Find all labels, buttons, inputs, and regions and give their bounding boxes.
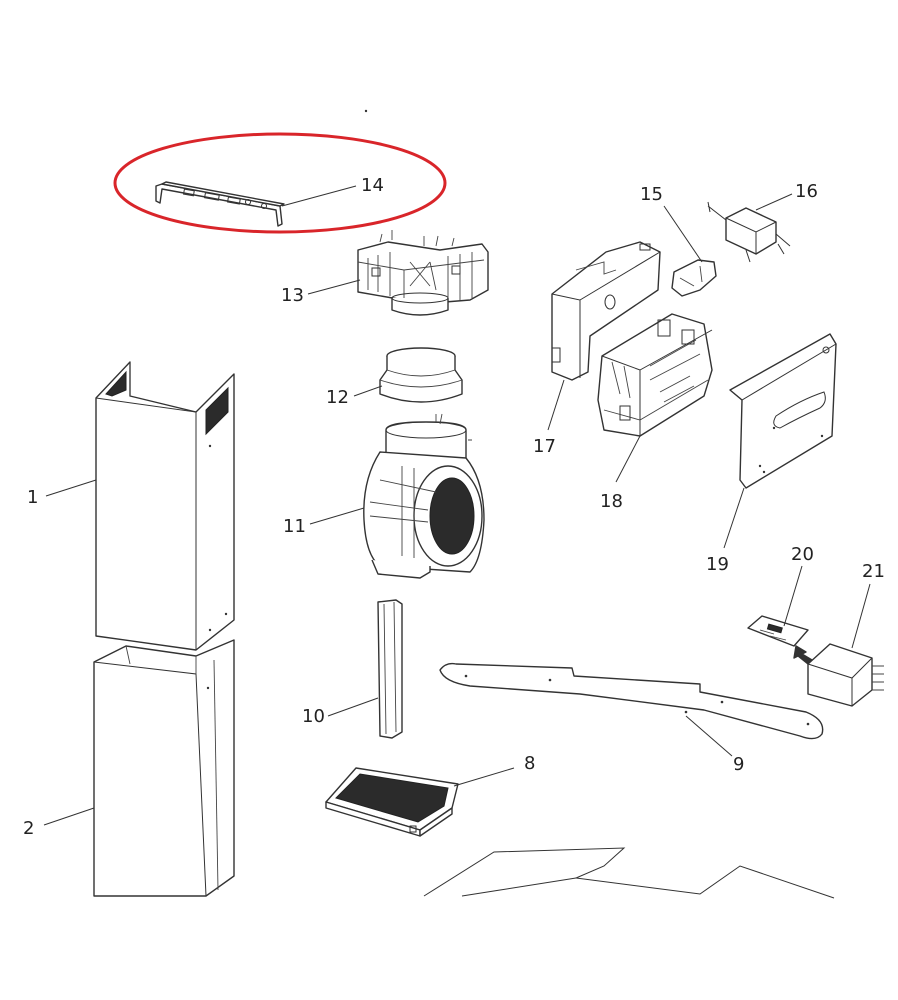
base-canopy-outline — [423, 847, 835, 899]
part-8-carbon-filter[interactable] — [325, 767, 459, 837]
label-part-17: 17 — [533, 436, 556, 457]
part-10-vertical-strut[interactable] — [377, 599, 403, 739]
part-9-support-arm[interactable] — [439, 662, 824, 740]
stray-dot — [364, 109, 368, 113]
label-part-20: 20 — [791, 544, 814, 565]
part-18-control-module[interactable] — [597, 313, 713, 437]
part-13-motor-block[interactable] — [357, 230, 489, 316]
part-11-blower-housing[interactable] — [363, 413, 485, 579]
label-part-14: 14 — [361, 175, 384, 196]
part-16-junction-box[interactable] — [707, 201, 791, 263]
label-part-21: 21 — [862, 561, 885, 582]
label-part-11: 11 — [283, 516, 306, 537]
label-part-18: 18 — [600, 491, 623, 512]
part-14-mounting-bracket[interactable] — [155, 181, 285, 227]
label-part-16: 16 — [795, 181, 818, 202]
label-part-19: 19 — [706, 554, 729, 575]
label-part-12: 12 — [326, 387, 349, 408]
label-part-1: 1 — [27, 487, 38, 508]
label-part-15: 15 — [640, 184, 663, 205]
highlight-ellipse — [113, 132, 447, 234]
part-15-clip[interactable] — [671, 259, 717, 297]
part-12-flange-adaptor[interactable] — [379, 347, 463, 403]
leader-lines — [43, 185, 871, 826]
label-part-10: 10 — [302, 706, 325, 727]
label-part-2: 2 — [23, 818, 34, 839]
part-19-mounting-plate[interactable] — [729, 333, 837, 489]
label-part-9: 9 — [733, 754, 744, 775]
part-21-power-module[interactable] — [807, 643, 884, 707]
part-20-pcb-card[interactable] — [747, 615, 813, 665]
part-number-labels: 1 2 8 9 10 11 12 13 14 15 16 17 18 19 20… — [23, 175, 885, 839]
part-2-lower-chimney[interactable] — [93, 639, 235, 897]
part-17-electronics-cover[interactable] — [551, 241, 661, 381]
label-part-13: 13 — [281, 285, 304, 306]
label-part-8: 8 — [524, 753, 535, 774]
part-1-upper-chimney[interactable] — [95, 361, 235, 651]
